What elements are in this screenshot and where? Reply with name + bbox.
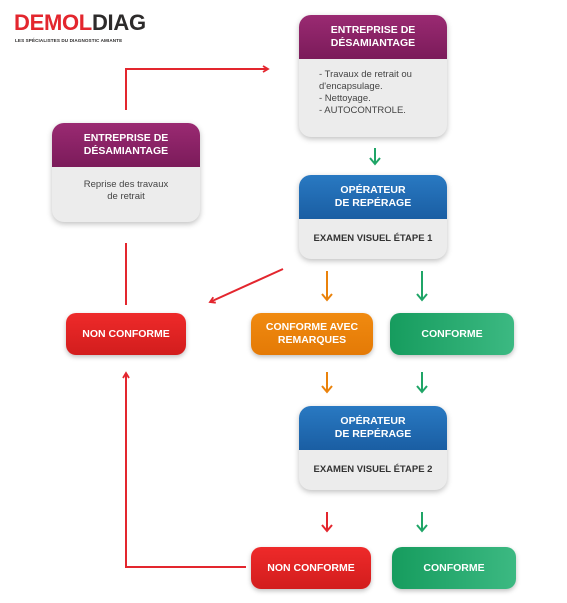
pill-label-line: CONFORME AVEC	[265, 321, 359, 333]
arrow-down-top-green	[369, 148, 381, 166]
card-body-text: EXAMEN VISUEL ÉTAPE 2	[313, 464, 433, 475]
card-title-line: OPÉRATEUR	[340, 415, 406, 427]
pill-label: NON CONFORME	[82, 327, 170, 340]
pill-conforme-1: CONFORME	[390, 313, 514, 355]
card-body-line: de retrait	[107, 191, 145, 202]
card-title-line: ENTREPRISE DE	[330, 24, 416, 36]
connector-diagonal-to-nonconforme	[208, 268, 284, 304]
logo-brand-dark: DIAG	[91, 10, 146, 35]
card-header: ENTREPRISE DE DÉSAMIANTAGE	[299, 15, 447, 59]
pill-label: CONFORME	[421, 327, 483, 340]
card-title-line: DÉSAMIANTAGE	[330, 37, 416, 49]
pill-label: NON CONFORME	[267, 561, 355, 574]
card-body: Reprise des travaux de retrait	[52, 167, 200, 203]
card-header: OPÉRATEUR DE REPÉRAGE	[299, 406, 447, 450]
loop-connector-bottom	[122, 371, 246, 568]
demoldiag-logo: DEMOLDIAG LES SPÉCIALISTES DU DIAGNOSTIC…	[14, 10, 146, 54]
card-operateur-reperage-2: OPÉRATEUR DE REPÉRAGE EXAMEN VISUEL ÉTAP…	[299, 406, 447, 490]
pill-label-line: REMARQUES	[277, 334, 347, 346]
card-entreprise-desamiantage-top: ENTREPRISE DE DÉSAMIANTAGE - Travaux de …	[299, 15, 447, 137]
card-title-line: ENTREPRISE DE	[83, 132, 169, 144]
card-title-line: DÉSAMIANTAGE	[83, 145, 169, 157]
arrow-down-orange-1	[321, 271, 333, 302]
card-operateur-reperage-1: OPÉRATEUR DE REPÉRAGE EXAMEN VISUEL ÉTAP…	[299, 175, 447, 259]
pill-conforme-avec-remarques: CONFORME AVEC REMARQUES	[251, 313, 373, 355]
card-title-line: DE REPÉRAGE	[334, 197, 412, 209]
card-title-line: DE REPÉRAGE	[334, 428, 412, 440]
logo-wordmark: DEMOLDIAG	[14, 10, 146, 36]
card-body-line: - Travaux de retrait ou	[319, 69, 412, 80]
loop-connector-top	[125, 65, 270, 110]
arrow-down-green-2	[416, 372, 428, 394]
arrow-down-green-3	[416, 512, 428, 533]
card-body-line: d'encapsulage.	[319, 81, 383, 92]
card-entreprise-desamiantage-left: ENTREPRISE DE DÉSAMIANTAGE Reprise des t…	[52, 123, 200, 222]
arrow-down-green-1	[416, 271, 428, 302]
card-body-text: EXAMEN VISUEL ÉTAPE 1	[313, 233, 433, 244]
pill-non-conforme-2: NON CONFORME	[251, 547, 371, 589]
card-body-line: Reprise des travaux	[83, 179, 169, 190]
pill-non-conforme-1: NON CONFORME	[66, 313, 186, 355]
logo-brand-red: DEMOL	[14, 10, 92, 35]
card-body: - Travaux de retrait ou d'encapsulage. -…	[299, 59, 447, 117]
logo-tagline: LES SPÉCIALISTES DU DIAGNOSTIC AMIANTE	[15, 38, 123, 43]
pill-conforme-2: CONFORME	[392, 547, 516, 589]
arrow-down-red-3	[321, 512, 333, 533]
card-header: ENTREPRISE DE DÉSAMIANTAGE	[52, 123, 200, 167]
card-body-line: - AUTOCONTROLE.	[319, 105, 406, 116]
card-body: EXAMEN VISUEL ÉTAPE 2	[299, 450, 447, 490]
arrow-down-orange-2	[321, 372, 333, 394]
card-body-line: - Nettoyage.	[319, 93, 371, 104]
pill-label: CONFORME	[423, 561, 485, 574]
card-title-line: OPÉRATEUR	[340, 184, 406, 196]
card-body: EXAMEN VISUEL ÉTAPE 1	[299, 219, 447, 259]
card-header: OPÉRATEUR DE REPÉRAGE	[299, 175, 447, 219]
